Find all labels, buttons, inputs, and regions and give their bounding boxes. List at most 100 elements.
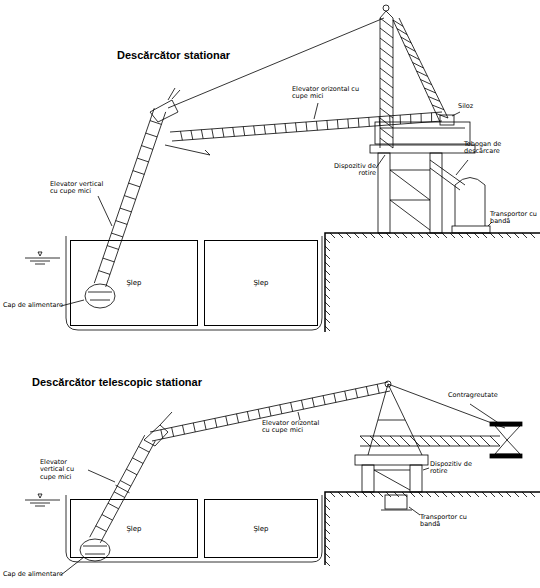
drawing-stroke xyxy=(490,454,522,458)
part-label: Transportor cu bandă xyxy=(490,211,538,226)
drawing-stroke xyxy=(522,492,527,497)
drawing-stroke xyxy=(430,436,440,446)
hold-label: Şlep xyxy=(126,279,141,287)
drawing-stroke xyxy=(410,436,420,446)
drawing-stroke xyxy=(182,425,184,434)
drawing-stroke xyxy=(455,178,485,227)
drawing-stroke xyxy=(356,389,358,398)
drawing-stroke xyxy=(380,88,393,98)
drawing-stroke xyxy=(325,497,330,502)
drawing-stroke xyxy=(394,233,399,238)
drawing-stroke xyxy=(172,427,174,436)
drawing-stroke xyxy=(325,545,330,550)
drawing-stroke xyxy=(325,278,330,283)
drawing-stroke xyxy=(325,262,330,267)
drawing-stroke xyxy=(431,113,432,122)
drawing-stroke xyxy=(269,407,271,416)
drawing-stroke xyxy=(120,208,131,212)
drawing-stroke xyxy=(378,492,383,497)
drawing-stroke xyxy=(316,121,318,130)
drawing-stroke xyxy=(360,436,500,446)
drawing-stroke xyxy=(377,384,379,393)
drawing-stroke xyxy=(383,5,389,11)
drawing-stroke xyxy=(325,286,330,291)
drawing-stroke xyxy=(94,108,165,287)
drawing-stroke xyxy=(420,80,431,85)
drawing-stroke xyxy=(380,128,393,138)
drawing-stroke xyxy=(470,436,480,446)
drawing-stroke xyxy=(325,310,330,315)
drawing-stroke xyxy=(434,233,439,238)
drawing-stroke xyxy=(96,526,107,532)
drawing-stroke xyxy=(380,38,393,48)
drawing-stroke xyxy=(374,470,410,490)
drawing-stroke xyxy=(116,221,127,225)
drawing-stroke xyxy=(85,284,115,308)
drawing-stroke xyxy=(428,97,440,102)
drawing-stroke xyxy=(212,129,214,138)
drawing-stroke xyxy=(390,170,430,230)
drawing-stroke xyxy=(354,233,359,238)
drawing-stroke xyxy=(440,436,450,446)
drawing-stroke xyxy=(423,468,429,470)
drawing-stroke xyxy=(233,127,235,136)
part-label: Elevator orizontal cu cupe mici xyxy=(292,86,362,101)
drawing-stroke xyxy=(325,318,330,323)
drawing-stroke xyxy=(107,246,118,250)
drawing-stroke xyxy=(325,505,330,510)
drawing-stroke xyxy=(61,557,84,575)
drawing-stroke xyxy=(139,447,150,453)
drawing-stroke xyxy=(301,400,303,409)
drawing-stroke xyxy=(370,436,380,446)
drawing-stroke xyxy=(466,492,471,497)
barge-hold: Şlep xyxy=(204,240,318,326)
drawing-stroke xyxy=(108,503,119,509)
drawing-stroke xyxy=(126,469,137,475)
drawing-stroke xyxy=(111,233,122,237)
drawing-stroke xyxy=(247,412,249,421)
drawing-stroke xyxy=(458,492,463,497)
drawing-stroke xyxy=(325,553,330,558)
drawing-stroke xyxy=(410,114,411,123)
drawing-stroke xyxy=(430,160,465,190)
drawing-stroke xyxy=(490,422,522,426)
drawing-stroke xyxy=(347,119,349,128)
drawing-stroke xyxy=(440,115,454,125)
drawing-stroke xyxy=(436,114,448,119)
drawing-stroke xyxy=(237,414,239,423)
drawing-stroke xyxy=(150,100,178,122)
drawing-stroke xyxy=(325,513,330,518)
drawing-stroke xyxy=(458,233,463,238)
drawing-stroke xyxy=(325,270,330,275)
drawing-stroke xyxy=(368,384,422,455)
barge-hold: Şlep xyxy=(204,499,318,558)
drawing-stroke xyxy=(442,492,447,497)
drawing-stroke xyxy=(325,529,330,534)
drawing-stroke xyxy=(474,492,479,497)
drawing-stroke xyxy=(530,492,535,497)
drawing-stroke xyxy=(306,122,307,131)
drawing-stroke xyxy=(362,492,367,497)
drawing-stroke xyxy=(325,521,330,526)
drawing-stroke xyxy=(215,418,217,427)
drawing-stroke xyxy=(358,118,360,127)
part-label: Cap de alimentare xyxy=(3,571,65,578)
drawing-stroke xyxy=(66,236,322,330)
drawing-stroke xyxy=(338,492,343,497)
drawing-stroke xyxy=(222,128,224,137)
drawing-stroke xyxy=(442,233,447,238)
part-label: Tobogan de descărcare xyxy=(464,141,526,156)
drawing-stroke xyxy=(25,500,60,506)
part-label: Dispozitiv de rotire xyxy=(330,163,376,178)
drawing-stroke xyxy=(400,115,401,124)
drawing-stroke xyxy=(480,436,490,446)
drawing-stroke xyxy=(460,436,470,446)
drawing-stroke xyxy=(150,382,390,441)
drawing-stroke xyxy=(103,258,114,262)
drawing-stroke xyxy=(325,238,330,243)
drawing-stroke xyxy=(83,546,107,554)
part-label: Elevator vertical cu cupe mici xyxy=(40,459,88,481)
drawing-stroke xyxy=(470,404,500,424)
drawing-stroke xyxy=(388,384,505,428)
drawing-stroke xyxy=(381,510,412,511)
